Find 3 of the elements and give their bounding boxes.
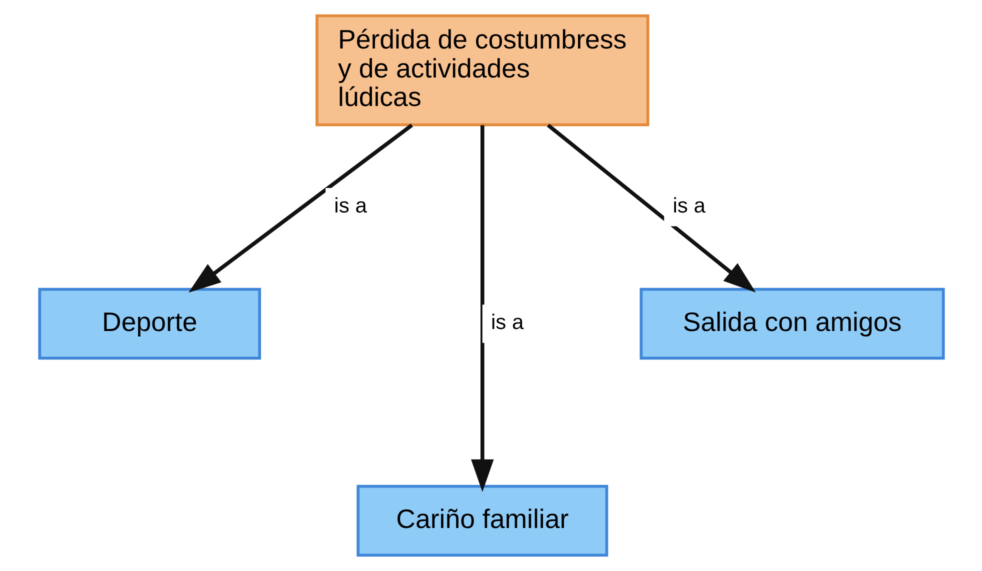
edge-label: is a [490, 311, 524, 334]
edge-label: is a [672, 194, 705, 218]
edge-label: is a [334, 194, 366, 218]
